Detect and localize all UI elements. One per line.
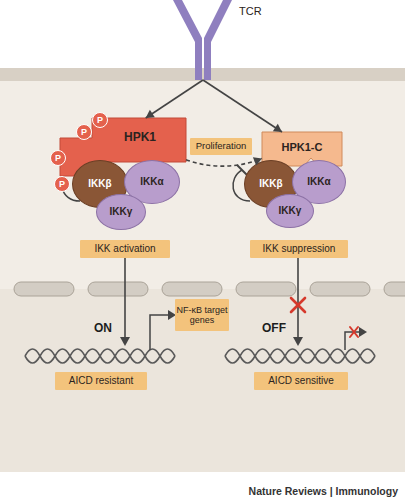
gene-box: NF-κB target genes (175, 299, 229, 331)
box-label: IKK suppression (263, 243, 336, 255)
state-label: OFF (262, 322, 296, 336)
connector (186, 157, 262, 166)
shape-label: P (55, 153, 61, 163)
nuclear-pore-segment (88, 282, 148, 296)
phospho-circle: P (92, 112, 108, 128)
activation-arrow (124, 258, 126, 338)
dna-helix (25, 349, 375, 363)
protein-label: HPK1-C (262, 141, 342, 154)
ikk-gamma-subunit: IKKγ (96, 194, 146, 230)
arrow-head (120, 337, 130, 346)
outcome-box: AICD resistant (55, 372, 147, 390)
ikk-gamma-subunit: IKKγ (266, 194, 314, 228)
cross-stroke (350, 327, 358, 337)
arrow-head (273, 124, 282, 132)
dashed-arrow (186, 159, 262, 167)
cytoplasm-area (0, 68, 405, 472)
plasma-membrane (0, 68, 405, 81)
shape-label: IKKβ (88, 178, 111, 190)
nuclear-pore-segment (310, 282, 370, 296)
outcome-box: AICD sensitive (254, 372, 348, 390)
dna-strand (25, 349, 175, 363)
box-label: IKK activation (94, 243, 155, 255)
shape-label: IKKγ (110, 206, 133, 218)
shape-label: IKKβ (259, 178, 282, 190)
tcr-receptor: TCR (165, 0, 245, 80)
cross-stroke (291, 298, 305, 312)
cross-stroke (350, 327, 358, 337)
blocked-arrow (297, 258, 299, 338)
block-cross (291, 298, 305, 312)
box-label: AICD sensitive (268, 375, 334, 387)
nucleus-area (0, 289, 405, 472)
dna-strand (225, 349, 375, 363)
cross-stroke (291, 298, 305, 312)
box-label: Proliferation (196, 141, 247, 152)
arrow-head (146, 110, 155, 118)
connector (203, 80, 282, 132)
block-cross (350, 327, 358, 337)
receptor-shape (165, 0, 245, 80)
receptor-label: TCR (239, 5, 262, 18)
nuclear-pore-segment (14, 282, 74, 296)
shape-label: P (97, 115, 103, 125)
nuclear-envelope (14, 282, 405, 296)
nuclear-pore-segment (236, 282, 296, 296)
connector (146, 80, 203, 118)
arrow-head (253, 157, 262, 165)
nuclear-pore-segment (162, 282, 222, 296)
phospho-circle: P (50, 150, 66, 166)
process-box: IKK activation (80, 240, 170, 258)
box-label: NF-κB target genes (175, 305, 229, 326)
dna-strand (25, 349, 175, 363)
arrow-head (359, 327, 367, 337)
receptor-chain (173, 0, 202, 80)
signal-arrow (203, 80, 282, 132)
receptor-chain (204, 0, 232, 80)
shape-label: IKKγ (279, 205, 302, 217)
signal-arrow (146, 80, 203, 118)
promoter-arrow (150, 315, 169, 350)
shape-label: P (59, 179, 65, 189)
state-label: ON (94, 322, 124, 336)
publisher-watermark: Nature Reviews | Immunology (150, 485, 398, 497)
phospho-circle: P (76, 124, 92, 140)
box-label: AICD resistant (69, 375, 133, 387)
shape-label: P (81, 127, 87, 137)
protein-label: HPK1 (94, 131, 186, 145)
phospho-circle: P (54, 176, 70, 192)
arrow-head (293, 337, 303, 346)
nuclear-pore-segment (384, 282, 405, 296)
process-box: IKK suppression (250, 240, 348, 258)
shape-label: IKKα (307, 176, 330, 188)
shape-label: IKKα (140, 176, 163, 188)
dna-strand (225, 349, 375, 363)
process-box: Proliferation (190, 138, 252, 155)
